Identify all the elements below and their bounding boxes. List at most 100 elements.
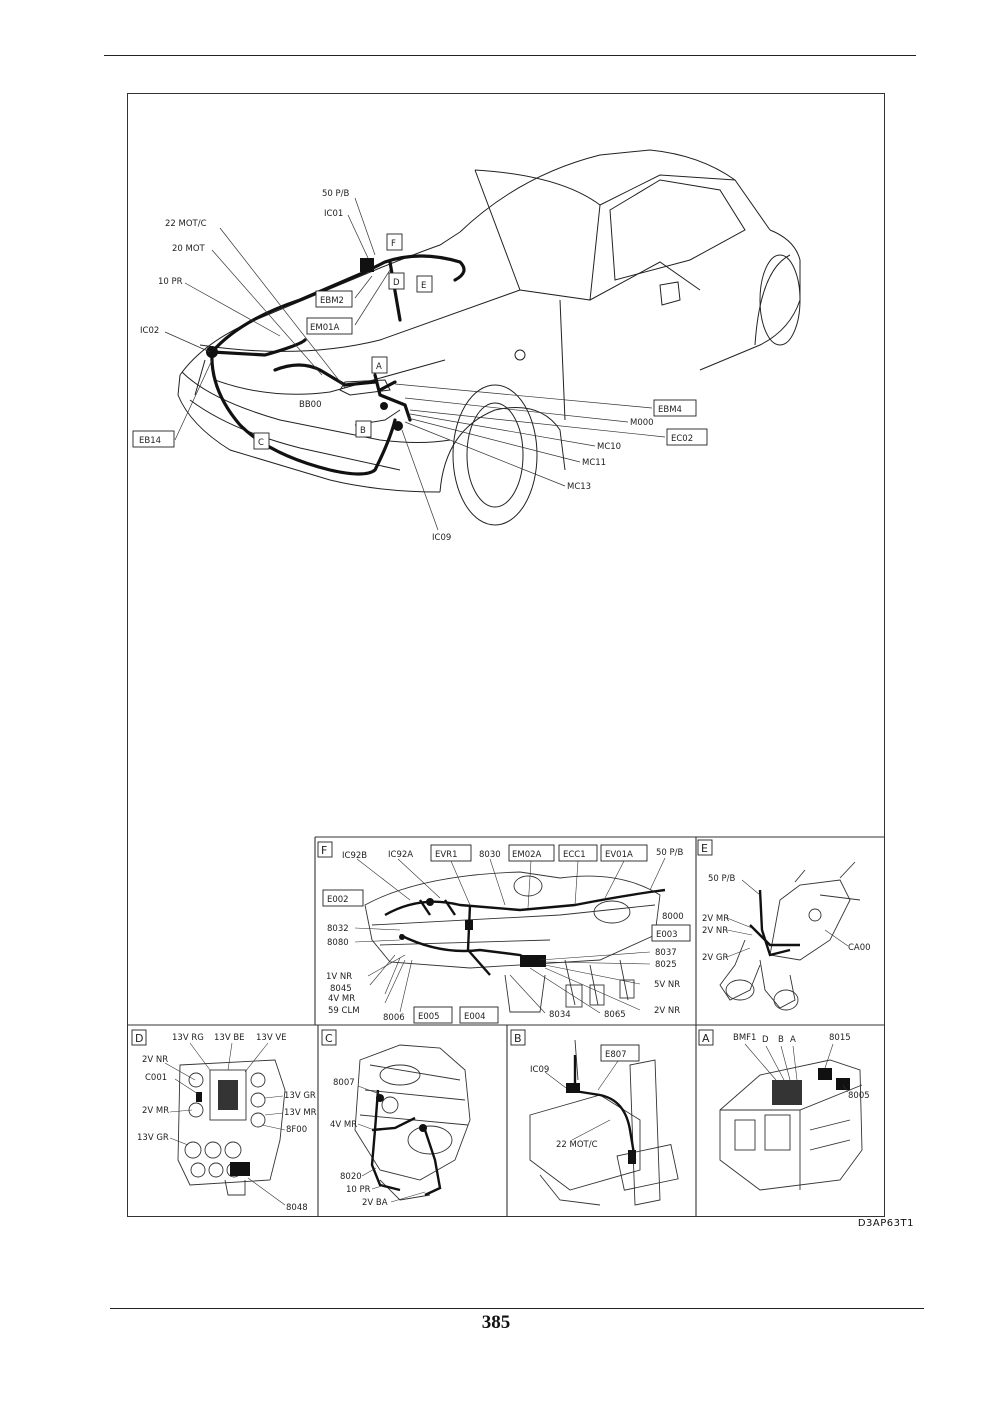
label-13v-rg: 13V RG [172, 1033, 204, 1043]
panel-d-letter: D [135, 1032, 143, 1045]
label-em01a: EM01A [310, 323, 340, 333]
label-e807: E807 [605, 1050, 627, 1060]
label-8065: 8065 [604, 1010, 626, 1020]
panel-b: B IC09 E807 22 MOT/C [510, 1029, 679, 1206]
label-c: C [258, 438, 264, 448]
label-d-2v-mr: 2V MR [142, 1106, 169, 1116]
label-a-d: D [762, 1035, 769, 1045]
label-1v-nr: 1V NR [326, 972, 352, 982]
label-e-50pb: 50 P/B [708, 874, 736, 884]
label-d: D [393, 278, 400, 288]
label-4v-mr: 4V MR [328, 994, 355, 1004]
label-8020: 8020 [340, 1172, 362, 1182]
label-13v-mr: 13V MR [284, 1108, 317, 1118]
leader-lines [164, 197, 666, 531]
bottom-rule [110, 1308, 924, 1309]
main-harness [210, 254, 466, 476]
label-8034: 8034 [549, 1010, 571, 1020]
label-mc11: MC11 [582, 458, 606, 468]
label-d-2v-nr: 2V NR [142, 1055, 168, 1065]
label-13v-be: 13V BE [214, 1033, 245, 1043]
label-8015: 8015 [829, 1033, 851, 1043]
label-c001: C001 [145, 1073, 167, 1083]
car-illustration [177, 149, 801, 526]
main-label-boxes [132, 233, 708, 450]
label-8030: 8030 [479, 850, 501, 860]
harness-blobs [206, 258, 403, 431]
label-f-50pb: 50 P/B [656, 848, 684, 858]
label-ebm4: EBM4 [658, 405, 682, 415]
label-ic09: IC09 [432, 533, 451, 543]
label-ca00: CA00 [848, 943, 871, 953]
label-2v-ba: 2V BA [362, 1198, 388, 1208]
label-b-ic09: IC09 [530, 1065, 549, 1075]
label-8080: 8080 [327, 938, 349, 948]
label-a: A [376, 362, 382, 372]
label-8037: 8037 [655, 948, 677, 958]
label-a-b: B [778, 1035, 784, 1045]
label-em02a: EM02A [512, 850, 542, 860]
label-20mot: 20 MOT [172, 244, 206, 254]
label-ic92b: IC92B [342, 851, 367, 861]
panel-c-letter: C [325, 1032, 333, 1045]
label-ecc1: ECC1 [563, 850, 586, 860]
label-ev01a: EV01A [605, 850, 633, 860]
label-e-2v-gr: 2V GR [702, 953, 729, 963]
label-50pb: 50 P/B [322, 189, 350, 199]
label-10pr: 10 PR [158, 277, 183, 287]
label-59-clm: 59 CLM [328, 1006, 360, 1016]
panel-e: E 50 P/B 2V MR 2V NR 2V GR CA00 [697, 839, 871, 1011]
drawing-code: D3AP63T1 [857, 1218, 914, 1229]
label-ic92a: IC92A [388, 850, 413, 860]
label-ebm2: EBM2 [320, 296, 344, 306]
top-rule [104, 55, 916, 56]
label-13v-ve: 13V VE [256, 1033, 287, 1043]
panel-grid [128, 836, 884, 1216]
label-e-2v-nr: 2V NR [702, 926, 728, 936]
label-e: E [421, 281, 426, 291]
label-8f00: 8F00 [286, 1125, 307, 1135]
panel-a-letter: A [702, 1032, 710, 1045]
page-number: 385 [481, 1312, 511, 1333]
panel-a: A BMF1 D B A 8015 8005 [698, 1029, 870, 1191]
main-labels: 50 P/B IC01 22 MOT/C 20 MOT 10 PR IC02 E… [139, 189, 693, 543]
label-f-2v-nr: 2V NR [654, 1006, 680, 1016]
label-ic01: IC01 [324, 209, 343, 219]
label-c-4v-mr: 4V MR [330, 1120, 357, 1130]
panel-d: D 13V RG 13V BE [131, 1029, 317, 1213]
label-bb00: BB00 [299, 400, 321, 410]
label-8007: 8007 [333, 1078, 355, 1088]
label-8025: 8025 [655, 960, 677, 970]
label-evr1: EVR1 [435, 850, 458, 860]
label-e002: E002 [327, 895, 349, 905]
label-b: B [360, 426, 366, 436]
label-8000: 8000 [662, 912, 684, 922]
label-e-2v-mr: 2V MR [702, 914, 729, 924]
label-8005: 8005 [848, 1091, 870, 1101]
label-e005: E005 [418, 1012, 440, 1022]
panel-f-letter: F [321, 844, 327, 857]
label-b-22motc: 22 MOT/C [556, 1140, 598, 1150]
panel-b-letter: B [514, 1032, 522, 1045]
label-mc13: MC13 [567, 482, 591, 492]
panel-e-letter: E [701, 842, 708, 855]
label-e004: E004 [464, 1012, 486, 1022]
panel-f: F [317, 841, 691, 1024]
diagram-frame [127, 93, 885, 1217]
label-e003: E003 [656, 930, 678, 940]
label-bmf1: BMF1 [733, 1033, 756, 1043]
label-8045: 8045 [330, 984, 352, 994]
label-ic02: IC02 [140, 326, 159, 336]
label-5v-nr: 5V NR [654, 980, 680, 990]
label-c-10pr: 10 PR [346, 1185, 371, 1195]
label-8048: 8048 [286, 1203, 308, 1213]
label-8006: 8006 [383, 1013, 405, 1023]
label-ec02: EC02 [671, 434, 693, 444]
label-8032: 8032 [327, 924, 349, 934]
label-f: F [391, 239, 396, 249]
panel-c: C 8007 4V MR 8020 10 PR 2V BA [321, 1029, 471, 1208]
label-m000: M000 [630, 418, 654, 428]
label-eb14: EB14 [139, 436, 161, 446]
label-22motc: 22 MOT/C [165, 219, 207, 229]
label-13v-gr-left: 13V GR [137, 1133, 169, 1143]
